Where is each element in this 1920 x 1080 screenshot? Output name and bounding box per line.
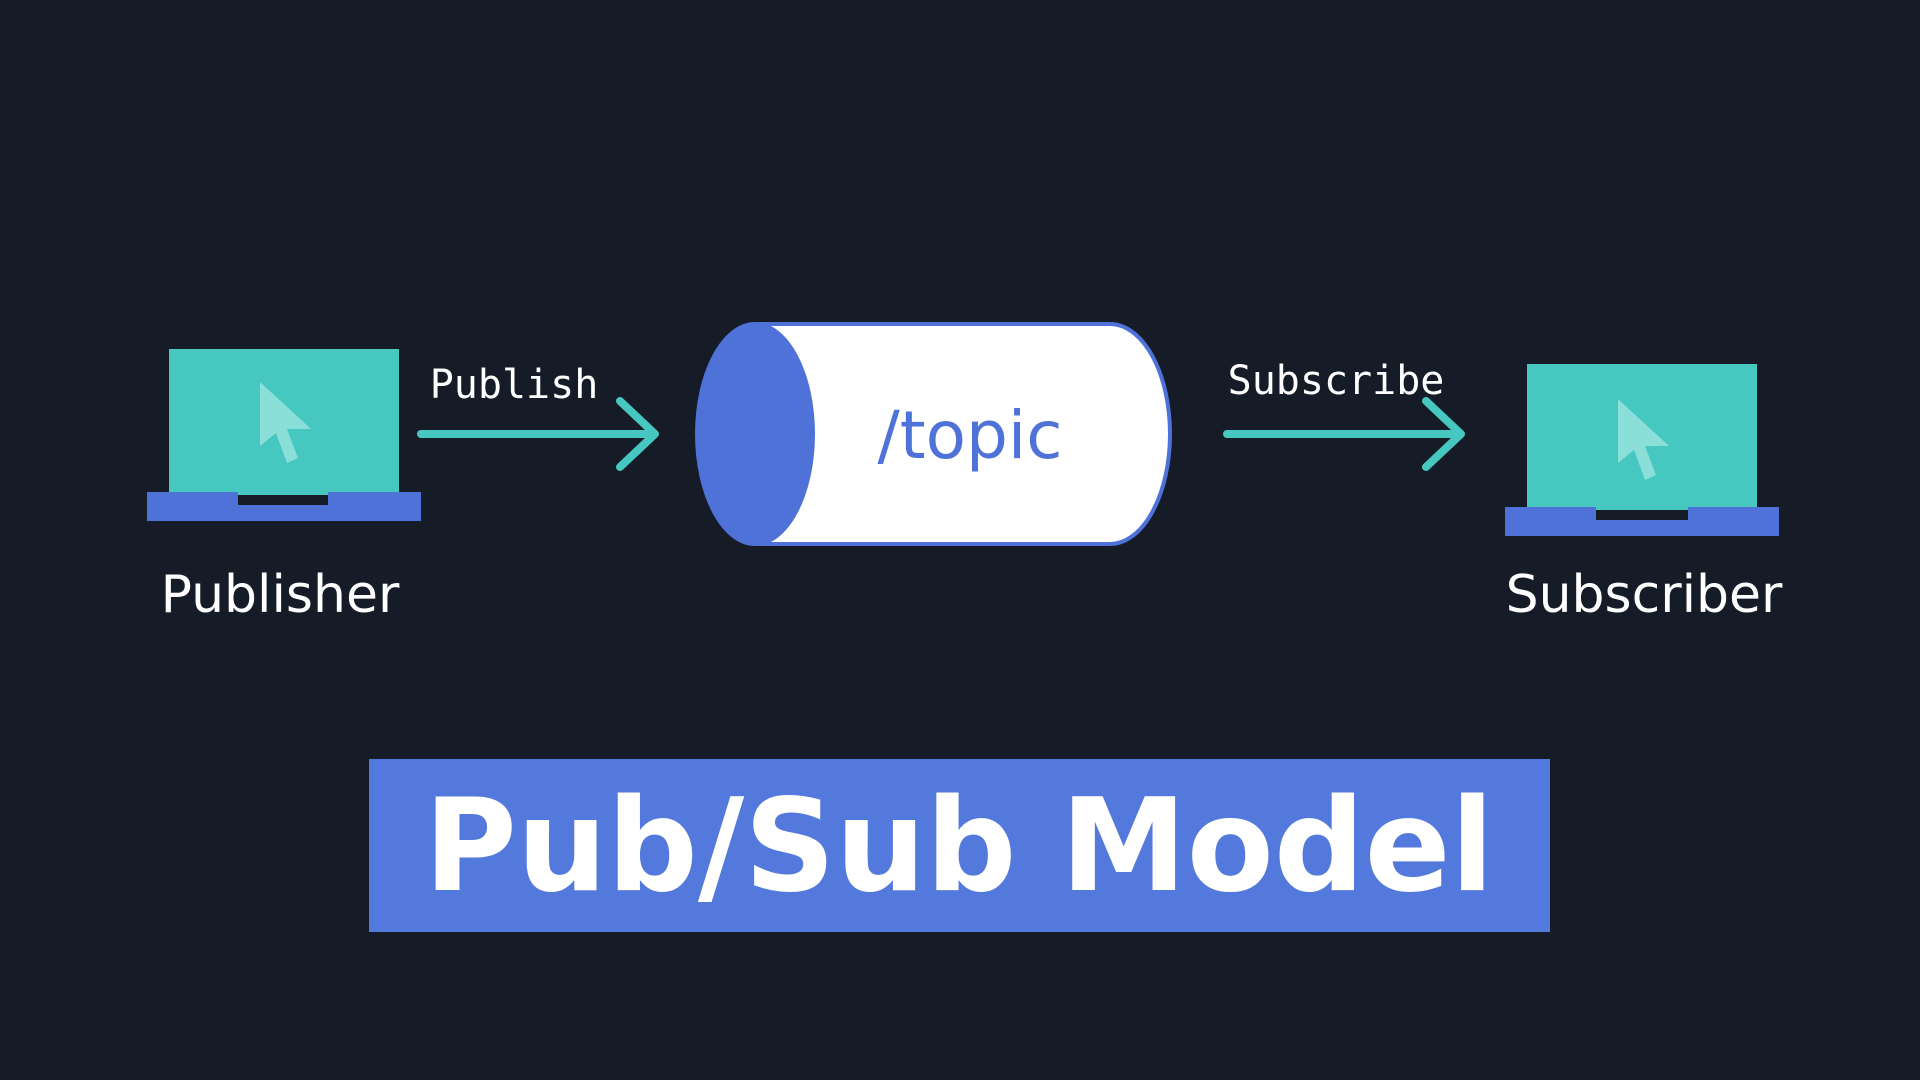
laptop-icon	[1505, 364, 1779, 536]
subscribe-edge: Subscribe	[1223, 358, 1465, 471]
title-banner: Pub/Sub Model	[369, 759, 1550, 932]
laptop-base	[147, 492, 421, 521]
cylinder-body	[753, 322, 1172, 546]
publish-label: Publish	[430, 362, 599, 408]
topic-label: /topic	[877, 397, 1062, 474]
topic-node: /topic	[695, 322, 1172, 546]
page-title: Pub/Sub Model	[424, 772, 1494, 921]
publisher-node: Publisher	[147, 349, 421, 625]
subscriber-node: Subscriber	[1505, 364, 1783, 625]
subscriber-label: Subscriber	[1506, 565, 1783, 625]
laptop-icon	[147, 349, 421, 521]
publish-arrowhead-icon	[616, 397, 659, 471]
publisher-label: Publisher	[161, 565, 400, 625]
cursor-icon	[260, 382, 311, 463]
cursor-icon	[1618, 399, 1669, 480]
cylinder-icon	[695, 322, 1172, 546]
title-background	[369, 759, 1550, 932]
laptop-base	[1505, 507, 1779, 536]
publish-edge: Publish	[417, 362, 659, 471]
subscribe-arrowhead-icon	[1422, 397, 1465, 471]
subscribe-label: Subscribe	[1228, 358, 1445, 404]
cylinder-end	[695, 322, 815, 546]
